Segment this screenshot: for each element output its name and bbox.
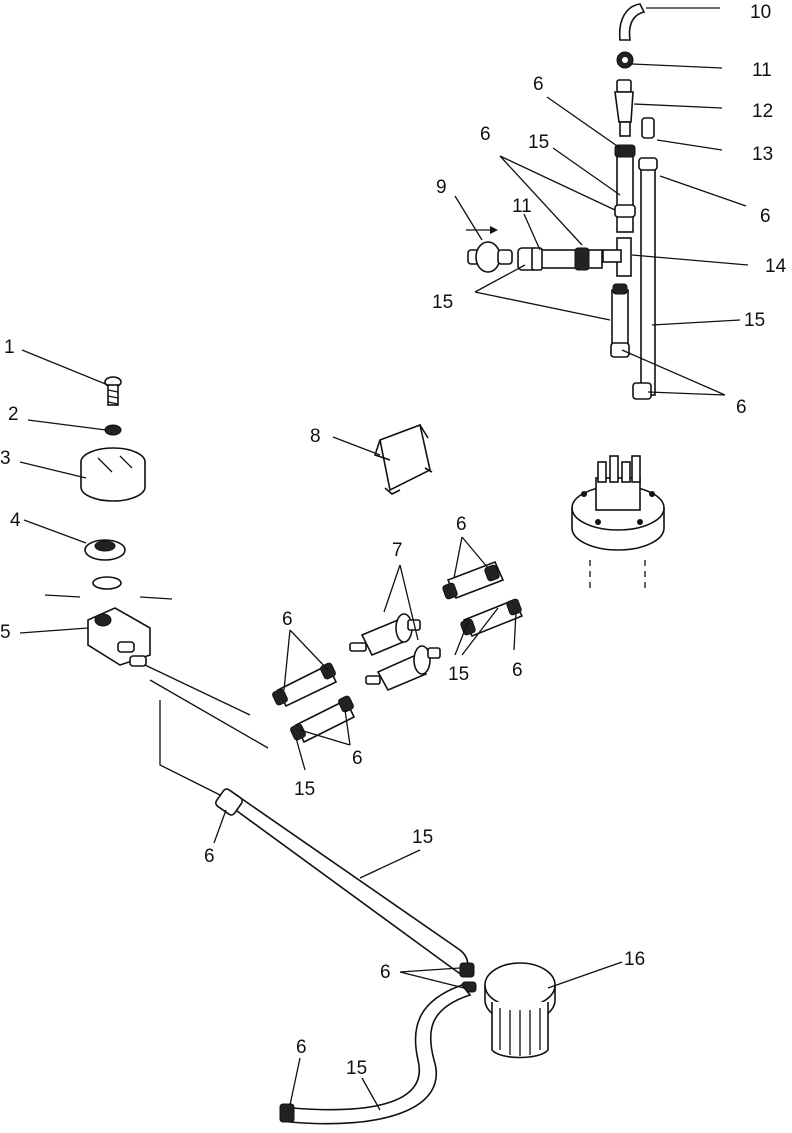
lower-hose [279, 984, 472, 1125]
label-11-top: 11 [752, 60, 772, 81]
part-7-filter-upper [349, 613, 421, 657]
hose-segment-lower-left [290, 695, 356, 744]
label-6-mid-d: 6 [352, 748, 363, 769]
label-15-top-c: 15 [744, 310, 765, 331]
part-3-cap [80, 447, 146, 502]
label-6-top-b: 6 [480, 124, 491, 145]
label-6-filter: 6 [380, 962, 391, 983]
part-16-filter [459, 962, 556, 1059]
part-1-screw [104, 376, 122, 406]
label-7: 7 [392, 540, 403, 561]
label-6-bottom: 6 [296, 1037, 307, 1058]
label-15-bottom: 15 [346, 1058, 367, 1079]
part-12-fitting [614, 79, 634, 137]
part-5-manifold [87, 607, 151, 667]
label-16: 16 [624, 949, 645, 970]
label-14: 14 [765, 256, 787, 277]
part-8-bracket [373, 423, 433, 495]
main-hose [215, 788, 469, 976]
hose-segment-upper-left [272, 662, 338, 708]
label-6-top-bottom: 6 [736, 397, 747, 418]
centerline-part-4 [44, 594, 173, 600]
label-5: 5 [0, 622, 11, 643]
part-9-check-valve [466, 226, 513, 273]
label-8: 8 [310, 426, 321, 447]
label-6-hose: 6 [204, 846, 215, 867]
label-15-top-a: 15 [528, 132, 549, 153]
part-2-washer [104, 424, 122, 436]
part-11-nut [616, 51, 634, 69]
hose-segment-upper-right [442, 560, 505, 600]
label-6-mid-a: 6 [456, 514, 467, 535]
part-14-tee [602, 237, 632, 277]
label-13: 13 [752, 144, 773, 165]
part-10-elbow [618, 3, 646, 41]
label-3: 3 [0, 448, 11, 469]
label-1: 1 [4, 337, 15, 358]
label-10: 10 [750, 2, 771, 23]
connector-lines [144, 664, 269, 796]
horizontal-hose-tee [517, 247, 603, 271]
label-12: 12 [752, 101, 773, 122]
label-2: 2 [8, 404, 19, 425]
vertical-hose-upper-left [614, 144, 636, 233]
hose-segment-lower-right [460, 598, 524, 638]
label-15-mid-a: 15 [448, 664, 469, 685]
vertical-hose-lower-left [610, 283, 630, 358]
leader-lines [19, 7, 749, 1111]
fuel-pump-base [571, 455, 665, 590]
label-15-mid-b: 15 [294, 779, 315, 800]
vertical-hose-right [632, 157, 658, 400]
label-6-mid-c: 6 [282, 609, 293, 630]
label-15-top-b: 15 [432, 292, 453, 313]
label-6-top-a: 6 [533, 74, 544, 95]
part-4-nut [84, 539, 126, 590]
label-6-top-right: 6 [760, 206, 771, 227]
label-15-hose: 15 [412, 827, 433, 848]
label-9: 9 [436, 177, 447, 198]
part-13-tube [641, 117, 655, 139]
part-7-filter-lower [365, 645, 441, 692]
label-11-mid: 11 [512, 196, 532, 217]
label-4: 4 [10, 510, 21, 531]
label-6-mid-b: 6 [512, 660, 523, 681]
